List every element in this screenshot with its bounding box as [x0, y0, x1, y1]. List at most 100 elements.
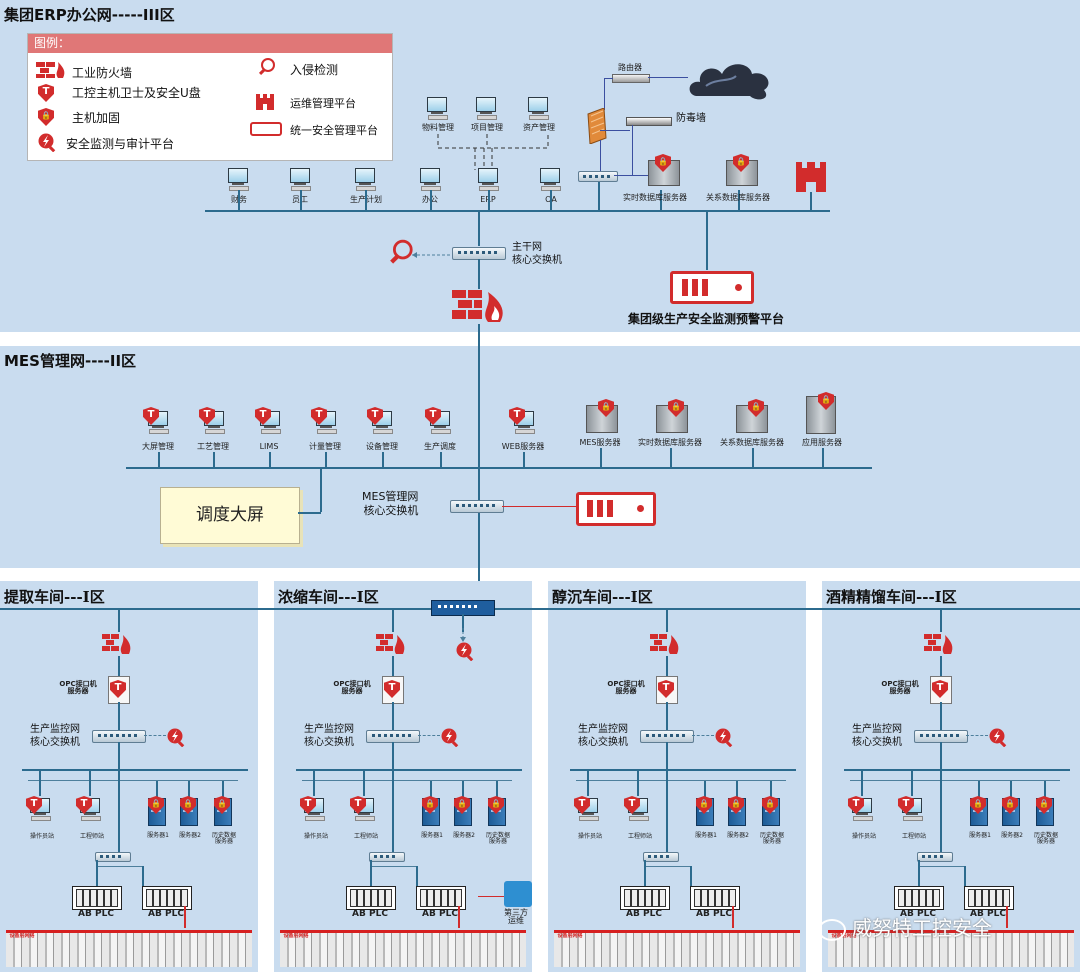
server-label: 历史数据 服务器 [485, 832, 511, 846]
link [392, 702, 394, 730]
link [222, 781, 224, 798]
link [632, 125, 633, 175]
pc-icon [478, 168, 499, 191]
link [644, 866, 690, 867]
link [269, 452, 271, 467]
workshop-bus [570, 769, 796, 771]
link [1010, 781, 1012, 798]
link [458, 906, 460, 928]
legend-item-host-guard: 工控主机卫士及安全U盘 [72, 86, 201, 100]
dispatch-display: 调度大屏 [160, 487, 300, 544]
monitor-switch-icon [914, 730, 968, 743]
link [660, 190, 662, 210]
legend-item-unified: 统一安全管理平台 [290, 124, 378, 137]
unified-mgmt-icon [250, 122, 282, 136]
intrusion-detection-icon [258, 58, 275, 74]
link [918, 866, 964, 867]
link [188, 781, 190, 798]
host-guard-icon: T [367, 407, 383, 425]
erp-core-switch-label: 主干网 核心交换机 [512, 242, 562, 267]
access-switch-icon [643, 852, 679, 862]
pc-icon [476, 97, 497, 120]
link [430, 190, 432, 210]
audit-platform-icon [440, 727, 460, 751]
mes-host-label: 设备管理 [366, 442, 398, 451]
audit-platform-icon [988, 727, 1008, 751]
link [440, 452, 442, 467]
link [462, 781, 464, 798]
mes-host-label: 工艺管理 [197, 442, 229, 451]
pc-icon [540, 168, 561, 191]
erp-upper-pc-label: 资产管理 [523, 123, 555, 132]
host-guard-icon: T [199, 407, 215, 425]
link [550, 190, 552, 210]
production-line [6, 930, 252, 967]
workshop-bus-2 [28, 780, 238, 781]
ids-dashed-link [966, 735, 988, 736]
server-label: 服务器1 [969, 832, 991, 839]
plc-icon [142, 886, 192, 910]
link [614, 175, 650, 176]
opc-server-icon: T [656, 676, 678, 704]
link [940, 610, 942, 632]
link [918, 860, 920, 886]
production-line [554, 930, 800, 967]
link [810, 192, 812, 210]
link [940, 702, 942, 730]
pc-icon [420, 168, 441, 191]
link [861, 770, 863, 796]
antivirus-icon [626, 117, 672, 126]
line-label: 设备层网络 [557, 933, 583, 939]
link [600, 130, 630, 131]
host-hardening-icon: 🔒 [1036, 796, 1052, 814]
plc-icon [416, 886, 466, 910]
link [118, 656, 120, 676]
firewall-icon [650, 632, 680, 660]
host-hardening-icon: 🔒 [214, 796, 230, 814]
plc-label: AB PLC [900, 909, 936, 919]
link [496, 781, 498, 798]
monitor-switch-label: 生产监控网 核心交换机 [852, 724, 902, 748]
host-hardening-icon: 🔒 [733, 154, 749, 172]
pc-icon [290, 168, 311, 191]
host-label: 工程师站 [353, 833, 379, 840]
host-guard-icon: T [658, 680, 674, 698]
erp-zone-title: 集团ERP办公网-----III区 [4, 6, 175, 24]
pc-icon [528, 97, 549, 120]
link [370, 860, 372, 886]
firewall-icon [376, 632, 406, 660]
link [184, 906, 186, 928]
link [911, 770, 913, 796]
host-guard-icon: T [76, 796, 92, 814]
link [738, 190, 740, 210]
server-label: 历史数据 服务器 [211, 832, 237, 846]
unified-mgmt-platform-icon [576, 492, 656, 526]
ops-platform-icon [796, 162, 826, 192]
workshop-bus [296, 769, 522, 771]
link [752, 448, 754, 467]
link [298, 512, 321, 514]
link [462, 614, 464, 632]
monitor-switch-label: 生产监控网 核心交换机 [304, 724, 354, 748]
watermark: 威努特工控安全 [818, 912, 992, 941]
pc-icon [228, 168, 249, 191]
host-hardening-icon: 🔒 [1002, 796, 1018, 814]
host-guard-icon: T [624, 796, 640, 814]
link [213, 452, 215, 467]
link [502, 506, 576, 507]
monitor-switch-label: 生产监控网 核心交换机 [30, 724, 80, 748]
host-hardening-icon: 🔒 [696, 796, 712, 814]
link [644, 860, 646, 886]
third-party-ops-label: 第三方 运维 [504, 908, 528, 926]
link [648, 77, 688, 78]
link [39, 770, 41, 796]
audit-link [460, 628, 466, 642]
opc-server-icon: T [108, 676, 130, 704]
host-hardening-icon: 🔒 [180, 796, 196, 814]
link [604, 78, 613, 79]
workshop-title-3: 醇沉车间---I区 [552, 588, 653, 606]
link [666, 656, 668, 676]
host-hardening-icon: 🔒 [668, 399, 684, 417]
host-guard-icon: T [110, 680, 126, 698]
link [382, 452, 384, 467]
